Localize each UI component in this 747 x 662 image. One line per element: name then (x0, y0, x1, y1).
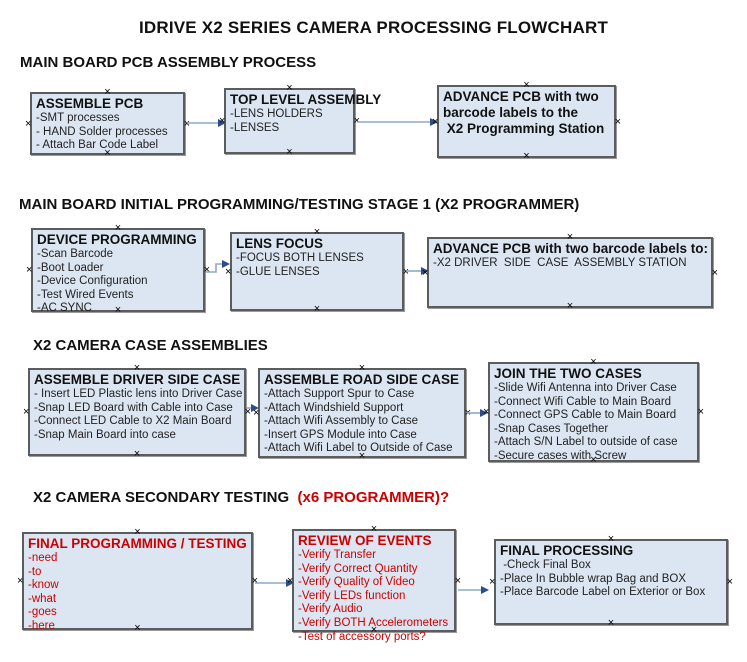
node-line: -LENS HOLDERS (230, 108, 323, 120)
node-line: -Scan Barcode (37, 248, 114, 260)
flow-arrow (255, 579, 294, 587)
flow-arrow (406, 267, 429, 275)
node-line: -need (28, 552, 58, 564)
node-line: -AC SYNC (37, 302, 92, 315)
node-line: -here (28, 619, 55, 632)
node-line: - Attach Bar Code Label (36, 139, 159, 152)
node-line: -X2 DRIVER SIDE CASE ASSEMBLY STATION (433, 257, 687, 269)
flowchart-node-top-level-assembly: TOP LEVEL ASSEMBLY -LENS HOLDERS -LENSES (224, 88, 382, 154)
section-heading-case-assemblies: X2 CAMERA CASE ASSEMBLIES (33, 337, 268, 354)
node-line: -Test of accessory ports? (298, 630, 426, 643)
section-heading-secondary-testing: X2 CAMERA SECONDARY TESTING (x6 PROGRAMM… (33, 489, 449, 506)
node-line: -Place In Bubble wrap Bag and BOX (500, 572, 687, 585)
node-line: -Connect LED Cable to X2 Main Board (34, 415, 232, 428)
node-line: -to (28, 565, 42, 578)
node-line: - Insert LED Plastic lens into Driver Ca… (34, 388, 243, 400)
flow-arrow (206, 260, 230, 273)
node-line: -Attach Wifi Label to Outside of Case (264, 442, 453, 455)
node-line: -FOCUS BOTH LENSES (236, 252, 364, 264)
flowchart-node-join-the-two-cases: JOIN THE TWO CASES -Slide Wifi Antenna i… (488, 362, 699, 462)
node-title: ASSEMBLE DRIVER SIDE CASE (34, 372, 241, 387)
section-heading-initial-programming: MAIN BOARD INITIAL PROGRAMMING/TESTING S… (19, 196, 580, 213)
node-line: -know (28, 579, 59, 592)
node-title: LENS FOCUS (236, 236, 324, 251)
flowchart-node-advance-pcb-programming-station: ADVANCE PCB with two barcode labels to t… (437, 85, 616, 158)
heading-black-part: X2 CAMERA SECONDARY TESTING (33, 489, 298, 506)
node-line: -Insert GPS Module into Case (264, 428, 417, 441)
node-line: -Slide Wifi Antenna into Driver Case (494, 382, 677, 394)
node-line: -LENSES (230, 121, 280, 134)
node-line: -Attach Support Spur to Case (264, 388, 415, 400)
node-line: -Verify Correct Quantity (298, 562, 418, 575)
node-line: -Connect Wifi Cable to Main Board (494, 395, 672, 408)
section-heading-pcb-assembly: MAIN BOARD PCB ASSEMBLY PROCESS (20, 54, 317, 71)
node-line: -Snap Main Board into case (34, 428, 176, 441)
page-title: IDRIVE X2 SERIES CAMERA PROCESSING FLOWC… (138, 18, 609, 37)
node-line: -goes (28, 606, 57, 619)
node-line: -what (28, 592, 57, 605)
flowchart-node-assemble-road-side-case: ASSEMBLE ROAD SIDE CASE -Attach Support … (258, 368, 466, 458)
node-title: ADVANCE PCB with two barcode labels to: (433, 241, 709, 256)
flowchart-node-device-programming: DEVICE PROGRAMMING -Scan Barcode -Boot L… (31, 228, 205, 314)
node-line: -Verify LEDs function (298, 589, 406, 602)
node-line: -Boot Loader (37, 261, 104, 274)
flow-arrow (187, 119, 226, 127)
heading-red-part: (x6 PROGRAMMER)? (297, 489, 450, 506)
flowchart-node-review-of-events: REVIEW OF EVENTS -Verify Transfer -Verif… (292, 529, 456, 643)
node-line: -Verify BOTH Accelerometers (298, 616, 449, 629)
flowchart-node-advance-pcb-driver-side: ADVANCE PCB with two barcode labels to: … (427, 237, 713, 308)
node-line: -Check Final Box (500, 559, 591, 571)
node-line: - HAND Solder processes (36, 125, 168, 138)
node-line: -Snap LED Board with Cable into Case (34, 401, 233, 414)
flowchart-node-assemble-driver-side-case: ASSEMBLE DRIVER SIDE CASE - Insert LED P… (28, 368, 246, 456)
node-line: -Secure cases with Screw (494, 449, 627, 462)
node-line: -Verify Audio (298, 603, 363, 616)
node-title: FINAL PROGRAMMING / TESTING (28, 536, 247, 551)
flowchart-node-final-programming-testing: FINAL PROGRAMMING / TESTING -need -to -k… (22, 532, 253, 632)
node-title: ASSEMBLE ROAD SIDE CASE (264, 372, 460, 387)
flow-arrow (357, 118, 438, 126)
node-line: -Device Configuration (37, 275, 148, 288)
flowchart-node-final-processing: FINAL PROCESSING -Check Final Box -Place… (494, 539, 728, 625)
flow-arrow (467, 409, 488, 417)
node-line: -Verify Quality of Video (298, 576, 415, 589)
node-title: ASSEMBLE PCB (36, 96, 144, 111)
node-title: FINAL PROCESSING (500, 543, 634, 558)
node-line: -Connect GPS Cable to Main Board (494, 409, 677, 422)
flow-arrow (247, 404, 259, 412)
node-line: -Test Wired Events (37, 288, 134, 301)
node-line: -Place Barcode Label on Exterior or Box (500, 586, 706, 599)
node-title: ADVANCE PCB with two barcode labels to t… (443, 89, 605, 136)
node-line: -Attach Wifi Assembly to Case (264, 415, 419, 428)
flowchart-node-assemble-pcb: ASSEMBLE PCB -SMT processes - HAND Solde… (30, 92, 185, 155)
flow-arrow (458, 586, 489, 594)
node-title: REVIEW OF EVENTS (298, 533, 432, 548)
node-title: TOP LEVEL ASSEMBLY (230, 92, 382, 107)
node-line: -Attach S/N Label to outside of case (494, 436, 678, 449)
node-line: -Snap Cases Together (494, 422, 609, 435)
node-line: -Attach Windshield Support (264, 401, 404, 414)
node-title: DEVICE PROGRAMMING (37, 232, 197, 247)
flowchart-node-lens-focus: LENS FOCUS -FOCUS BOTH LENSES -GLUE LENS… (230, 232, 404, 311)
node-line: -SMT processes (36, 112, 120, 124)
node-line: -GLUE LENSES (236, 265, 320, 278)
node-line: -Verify Transfer (298, 549, 376, 561)
node-title: JOIN THE TWO CASES (494, 366, 642, 381)
